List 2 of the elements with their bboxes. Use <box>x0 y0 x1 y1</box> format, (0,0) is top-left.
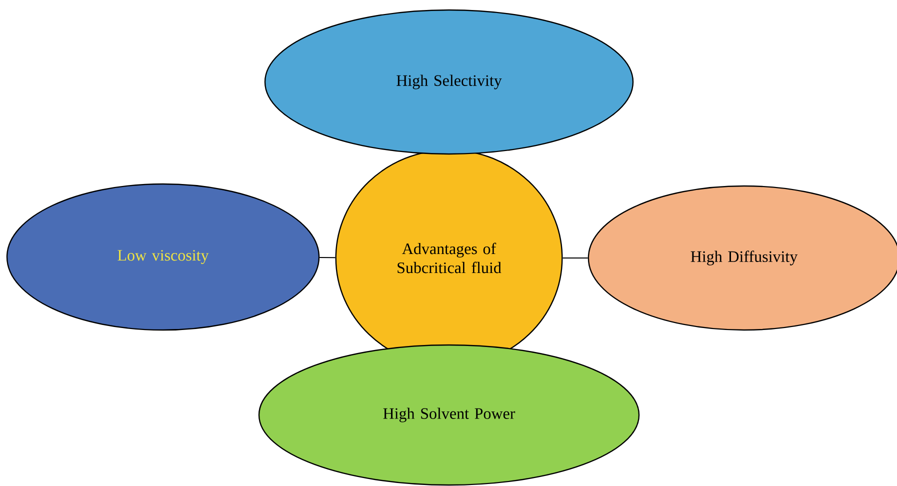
connector-line <box>319 257 336 258</box>
connector-line <box>562 257 588 258</box>
